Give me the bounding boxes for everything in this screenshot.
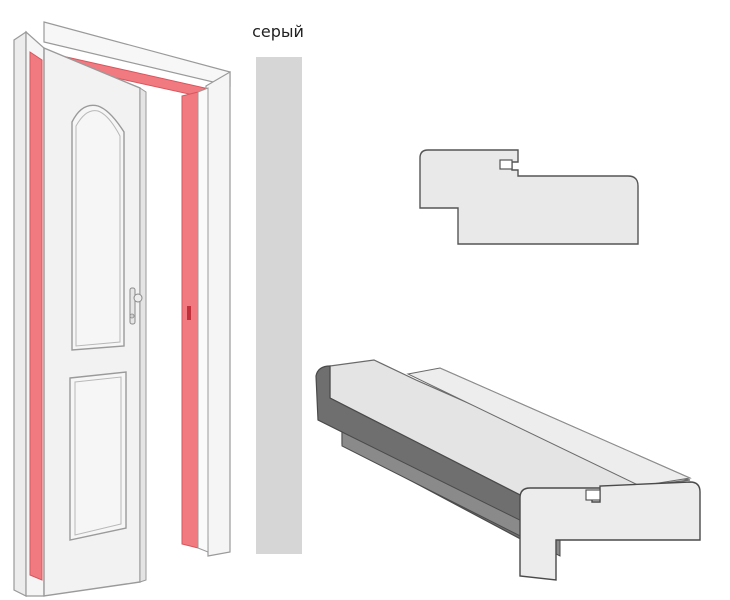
door-lower-panel: [69, 371, 127, 541]
door-handle-icon: [129, 287, 143, 325]
frame-right-jamb: [205, 70, 231, 557]
door-edge: [139, 87, 147, 583]
color-swatch-gray: [256, 57, 302, 554]
frame-right-stop: [197, 87, 209, 553]
frame-left-back: [13, 30, 27, 597]
door-lower-panel-inner: [74, 376, 122, 536]
door-upper-panel: [71, 104, 125, 351]
profile-step-edge: [439, 367, 691, 479]
profile-groove: [499, 159, 513, 170]
profile-3d-illustration: [315, 359, 701, 581]
profile-cross-section: [419, 149, 639, 245]
frame-left-reveal: [29, 51, 43, 581]
latch-mark: [187, 306, 191, 320]
swatch-label: серый: [252, 22, 304, 41]
profile-end-groove: [585, 489, 601, 501]
door-upper-panel-inner: [75, 110, 121, 347]
door-frame-illustration: [13, 21, 231, 597]
profile-end-face: [519, 481, 701, 581]
profile-lower-band: [341, 431, 561, 557]
